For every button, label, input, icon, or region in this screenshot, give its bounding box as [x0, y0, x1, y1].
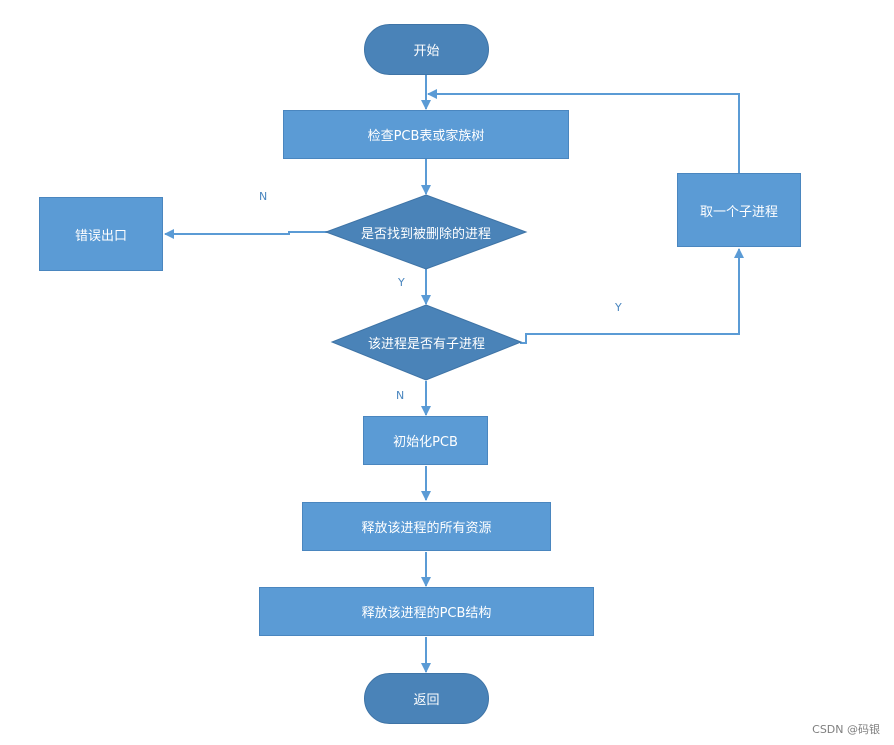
check-pcb-label: 检查PCB表或家族树 — [367, 129, 485, 144]
return-node: 返回 — [364, 673, 489, 724]
start-node: 开始 — [364, 24, 489, 75]
release-pcb-node: 释放该进程的PCB结构 — [259, 587, 594, 636]
return-label: 返回 — [413, 693, 440, 708]
take-child-node: 取一个子进程 — [677, 173, 801, 247]
label-n-not-found: N — [259, 190, 268, 203]
arrow-to-take-child — [520, 248, 744, 344]
start-label: 开始 — [413, 44, 440, 59]
decision-found-shape — [324, 194, 528, 270]
decision-children-label: 该进程是否有子进程 — [367, 337, 485, 352]
label-y-has-children: Y — [615, 301, 622, 314]
error-exit-label: 错误出口 — [74, 228, 127, 244]
release-resources-label: 释放该进程的所有资源 — [361, 521, 492, 536]
arrow-to-error-exit — [164, 229, 327, 239]
label-n-no-children: N — [396, 389, 405, 402]
release-pcb-label: 释放该进程的PCB结构 — [361, 606, 492, 621]
take-child-label: 取一个子进程 — [699, 204, 778, 220]
init-pcb-label: 初始化PCB — [393, 435, 458, 450]
decision-children-node: 该进程是否有子进程 — [332, 305, 521, 380]
decision-children-shape — [330, 304, 523, 381]
release-resources-node: 释放该进程的所有资源 — [302, 502, 551, 551]
init-pcb-node: 初始化PCB — [363, 416, 488, 465]
decision-found-label: 是否找到被删除的进程 — [360, 226, 491, 242]
decision-found-node: 是否找到被删除的进程 — [326, 195, 526, 269]
watermark: CSDN @码银 — [812, 723, 880, 736]
error-exit-node: 错误出口 — [39, 197, 163, 271]
arrow-loop-back — [427, 89, 740, 173]
check-pcb-node: 检查PCB表或家族树 — [283, 110, 569, 159]
label-y-found: Y — [398, 276, 405, 289]
